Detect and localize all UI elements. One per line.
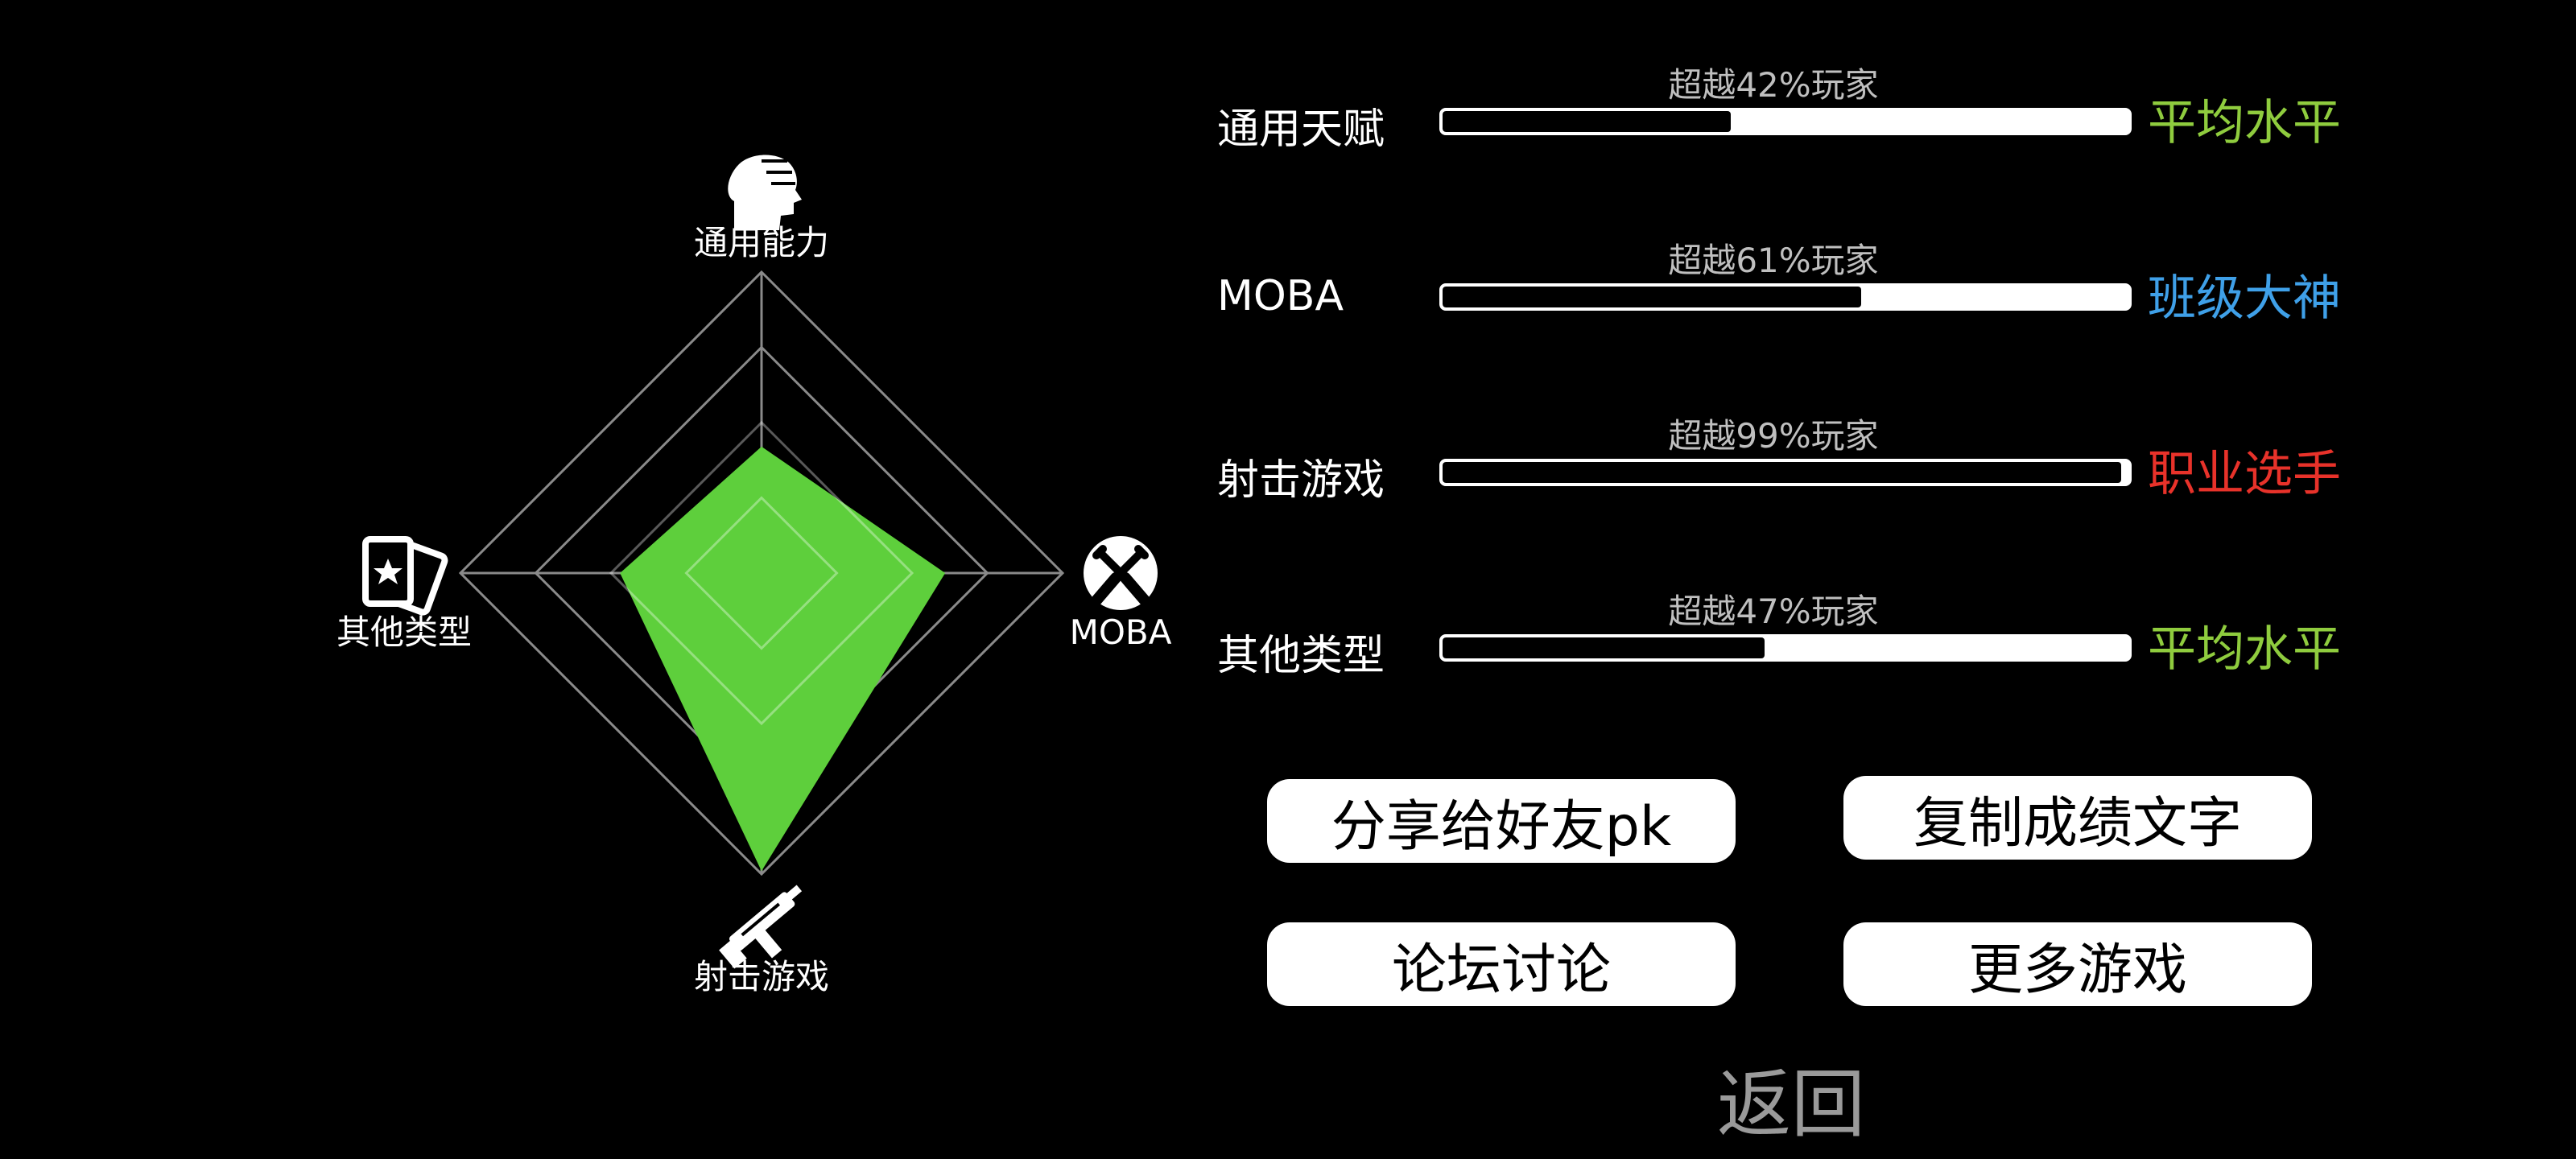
axis-label-shooter: 射击游戏 xyxy=(694,957,829,996)
progress-bar xyxy=(1439,108,2132,135)
stat-title: MOBA xyxy=(1217,272,1344,320)
copy-result-text-button[interactable]: 复制成绩文字 xyxy=(1843,776,2312,860)
stat-title: 射击游戏 xyxy=(1217,456,1385,505)
more-games-button[interactable]: 更多游戏 xyxy=(1843,922,2312,1006)
progress-bar xyxy=(1439,283,2132,311)
stat-level: 平均水平 xyxy=(2148,95,2341,151)
axis-label-general: 通用能力 xyxy=(694,223,829,262)
gun-icon xyxy=(719,885,803,969)
stat-title: 通用天赋 xyxy=(1217,105,1385,154)
back-button[interactable]: 返回 xyxy=(1716,1062,1865,1148)
share-to-friends-button[interactable]: 分享给好友pk xyxy=(1267,779,1736,863)
stat-caption: 超越99%玩家 xyxy=(1668,416,1879,456)
radar-chart: 通用能力 MOBA 射击游戏 其他类型 xyxy=(336,155,1172,996)
stat-level: 平均水平 xyxy=(2148,621,2341,678)
stat-caption: 超越42%玩家 xyxy=(1668,65,1879,105)
progress-bar-fill xyxy=(1443,111,1731,132)
stat-caption: 超越47%玩家 xyxy=(1668,592,1879,631)
progress-bar-fill xyxy=(1443,287,1861,307)
card-star-icon xyxy=(362,536,448,616)
progress-bar-fill xyxy=(1443,462,2122,483)
moba-crossed-swords-icon xyxy=(1084,536,1158,610)
progress-bar xyxy=(1439,634,2132,662)
forum-discussion-button[interactable]: 论坛讨论 xyxy=(1267,922,1736,1006)
stat-level: 职业选手 xyxy=(2148,446,2341,502)
radar-data-area xyxy=(620,446,946,872)
stat-caption: 超越61%玩家 xyxy=(1668,241,1879,280)
radar-inner-ring xyxy=(609,420,914,726)
progress-bar-fill xyxy=(1443,637,1765,658)
stat-level: 班级大神 xyxy=(2148,270,2341,327)
head-icon xyxy=(728,155,802,230)
radar-inner-ring xyxy=(684,496,839,650)
stat-title: 其他类型 xyxy=(1217,632,1385,680)
axis-label-moba: MOBA xyxy=(1070,612,1172,652)
axis-label-other: 其他类型 xyxy=(336,612,472,652)
progress-bar xyxy=(1439,459,2132,486)
